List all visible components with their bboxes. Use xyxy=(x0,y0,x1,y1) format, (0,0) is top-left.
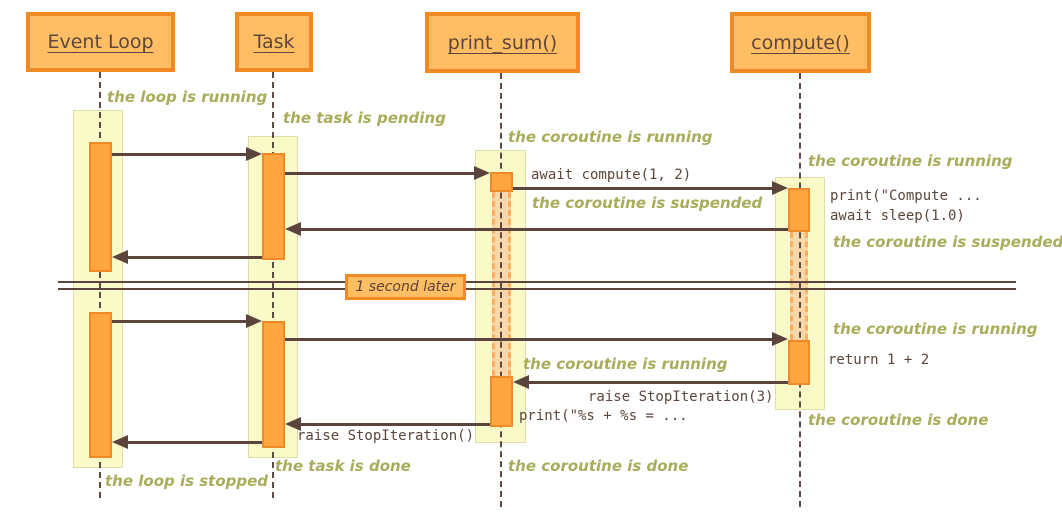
participant-compute-label: compute() xyxy=(751,31,850,54)
label-print-sum-result: print("%s + %s = ... xyxy=(519,408,688,424)
label-await-sleep: await sleep(1.0) xyxy=(830,208,965,224)
note-compute-running-1: the coroutine is running xyxy=(808,152,1013,170)
lifeline-print-sum xyxy=(500,73,502,507)
note-task-done: the task is done xyxy=(275,457,411,475)
participant-compute: compute() xyxy=(730,12,871,73)
activation-task-2 xyxy=(262,321,285,448)
participant-event-loop-label: Event Loop xyxy=(47,31,154,53)
label-print-compute: print("Compute ... xyxy=(830,188,982,204)
note-task-pending: the task is pending xyxy=(283,109,446,127)
note-printsum-running-2: the coroutine is running xyxy=(523,355,728,373)
participant-task-label: Task xyxy=(253,31,295,53)
activation-compute-2 xyxy=(788,340,810,385)
note-loop-running: the loop is running xyxy=(107,88,268,106)
divider-line-bottom xyxy=(58,288,1016,290)
activation-event-loop-1 xyxy=(89,142,112,272)
label-raise-stopiteration-3: raise StopIteration(3) xyxy=(588,389,774,405)
activation-event-loop-2 xyxy=(89,312,112,458)
divider-line-top xyxy=(58,281,1016,283)
label-await-compute: await compute(1, 2) xyxy=(531,167,692,183)
lifeline-event-loop xyxy=(99,72,101,498)
participant-event-loop: Event Loop xyxy=(26,12,175,72)
activation-compute-1 xyxy=(788,188,810,232)
note-printsum-done: the coroutine is done xyxy=(508,457,689,475)
participant-print-sum: print_sum() xyxy=(425,12,580,73)
note-compute-done: the coroutine is done xyxy=(808,411,989,429)
label-raise-stopiteration: raise StopIteration() xyxy=(297,428,475,444)
note-printsum-suspended: the coroutine is suspended xyxy=(532,194,763,212)
activation-print-sum-1 xyxy=(490,172,513,192)
note-printsum-running-1: the coroutine is running xyxy=(508,128,713,146)
participant-task: Task xyxy=(235,12,313,72)
lifeline-task xyxy=(272,72,274,498)
note-compute-suspended: the coroutine is suspended xyxy=(833,233,1062,251)
note-compute-running-2: the coroutine is running xyxy=(833,320,1038,338)
divider-label: 1 second later xyxy=(355,279,456,295)
divider-label-box: 1 second later xyxy=(345,274,466,300)
participant-print-sum-label: print_sum() xyxy=(447,31,558,54)
activation-task-1 xyxy=(262,153,285,260)
activation-print-sum-2 xyxy=(490,376,513,427)
lifeline-compute xyxy=(799,73,801,507)
note-loop-stopped: the loop is stopped xyxy=(105,472,269,490)
label-return-1-plus-2: return 1 + 2 xyxy=(828,352,930,368)
